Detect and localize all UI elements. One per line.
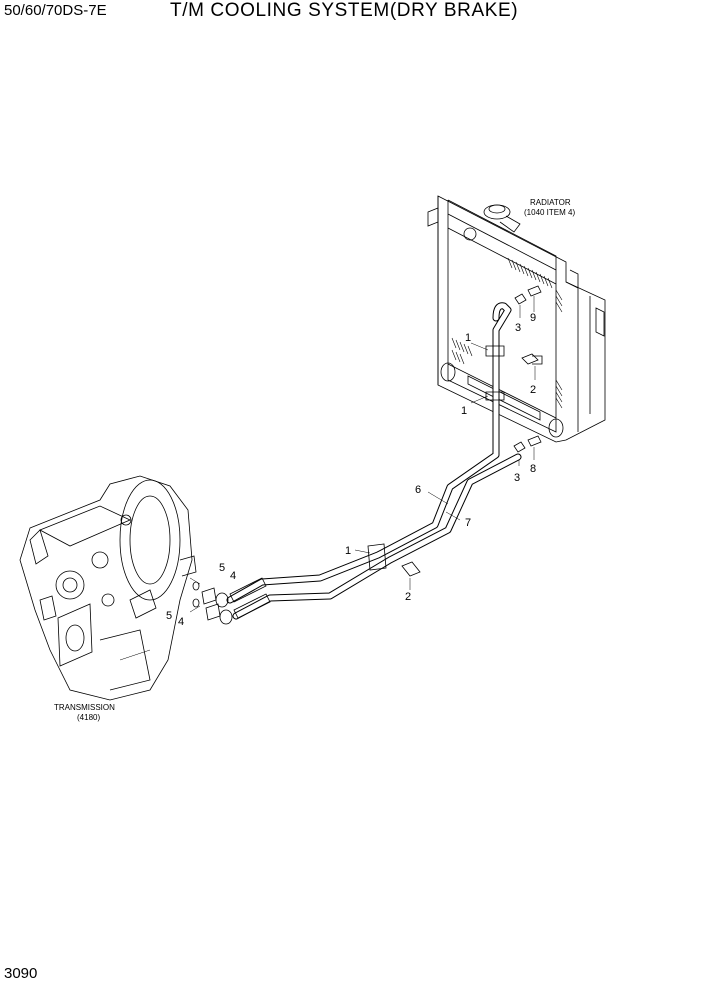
callout-6: 6	[415, 484, 421, 496]
callout-4-upper: 4	[230, 570, 236, 582]
page-number: 3090	[4, 965, 38, 982]
model-code: 50/60/70DS-7E	[4, 2, 107, 19]
callout-3-upper: 3	[515, 322, 521, 334]
radiator-assembly	[427, 195, 606, 443]
tube-clamps	[367, 345, 505, 571]
transmission-label: TRANSMISSION	[54, 703, 115, 712]
callout-8: 8	[530, 463, 536, 475]
clamp-bolt	[401, 561, 421, 590]
callout-9: 9	[530, 312, 536, 324]
callout-7: 7	[465, 517, 471, 529]
callout-1-lower: 1	[345, 545, 351, 557]
radiator-label: RADIATOR	[530, 198, 571, 207]
cooling-tubes	[226, 302, 522, 620]
callout-2-lower: 2	[405, 591, 411, 603]
callout-4-lower: 4	[178, 616, 184, 628]
callout-5-upper: 5	[219, 562, 225, 574]
hose-fittings	[192, 577, 271, 625]
callout-2-upper: 2	[530, 384, 536, 396]
transmission-assembly	[19, 475, 197, 701]
callout-1-upper: 1	[465, 332, 471, 344]
radiator-ref: (1040 ITEM 4)	[524, 208, 575, 217]
radiator-core-hatch	[451, 257, 563, 409]
transmission-ref: (4180)	[77, 713, 100, 722]
callout-leaders	[189, 342, 489, 613]
callout-5-lower: 5	[166, 610, 172, 622]
radiator-fittings	[513, 285, 543, 466]
callout-3-lower: 3	[514, 472, 520, 484]
page-title: T/M COOLING SYSTEM(DRY BRAKE)	[170, 0, 519, 21]
callout-1-middle: 1	[461, 405, 467, 417]
